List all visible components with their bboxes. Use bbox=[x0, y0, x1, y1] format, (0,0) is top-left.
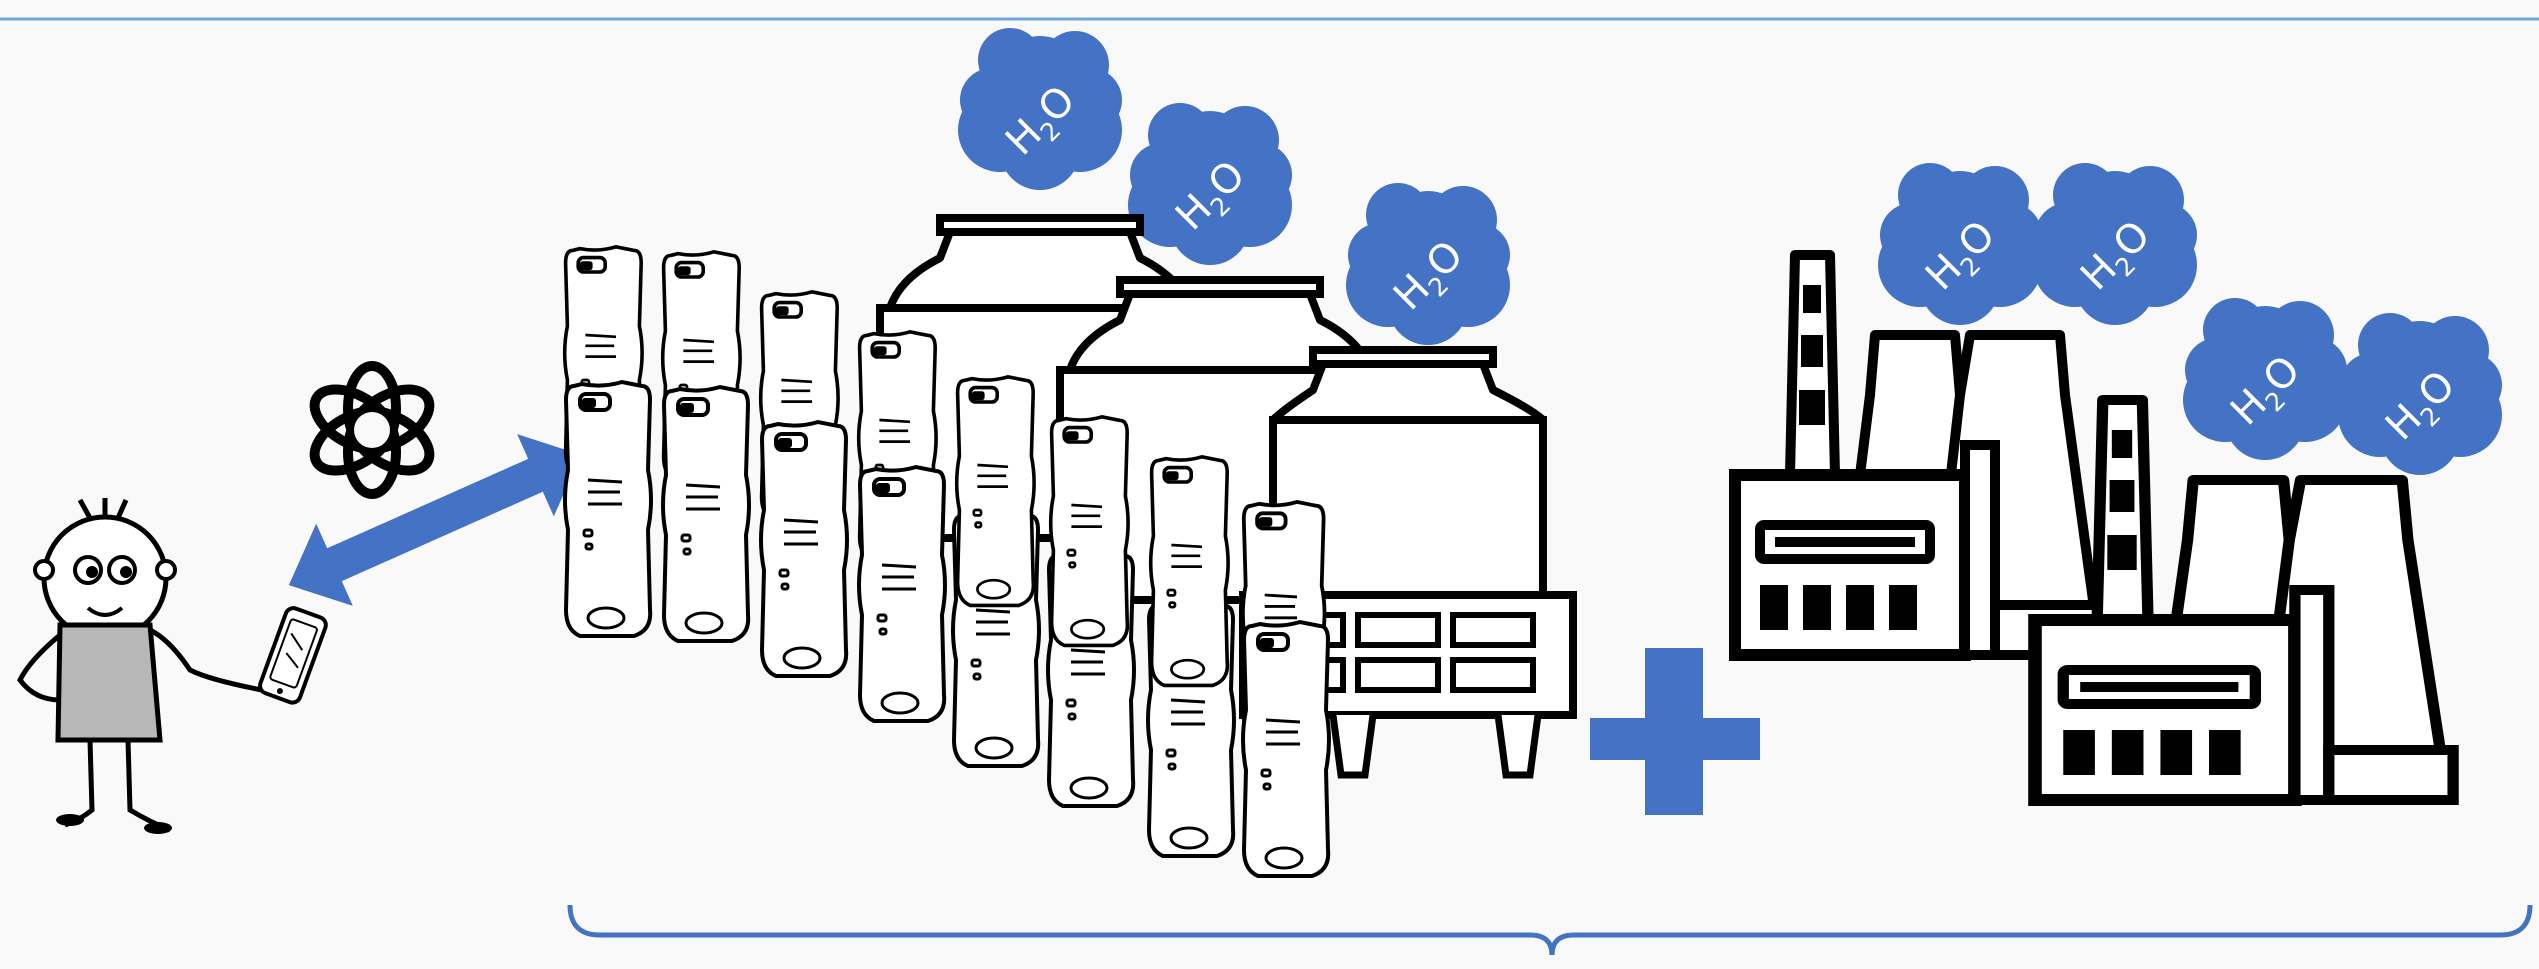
person-head bbox=[44, 517, 166, 639]
plus-icon bbox=[1590, 648, 1760, 815]
steam-cloud bbox=[2033, 163, 2197, 325]
steam-cloud bbox=[958, 28, 1122, 190]
person-figure bbox=[20, 498, 262, 834]
steam-cloud bbox=[1128, 103, 1292, 265]
steam-cloud bbox=[1878, 163, 2042, 325]
steam-cloud bbox=[2183, 298, 2347, 460]
steam-cloud bbox=[2338, 313, 2502, 475]
smartphone-icon bbox=[258, 606, 328, 705]
person-hair bbox=[80, 498, 126, 518]
steam-cloud bbox=[1346, 183, 1510, 345]
power-plant bbox=[1735, 255, 2105, 655]
chatgpt-logo-icon bbox=[305, 366, 440, 494]
curly-brace-icon bbox=[570, 905, 2530, 955]
person-shirt bbox=[58, 625, 160, 740]
